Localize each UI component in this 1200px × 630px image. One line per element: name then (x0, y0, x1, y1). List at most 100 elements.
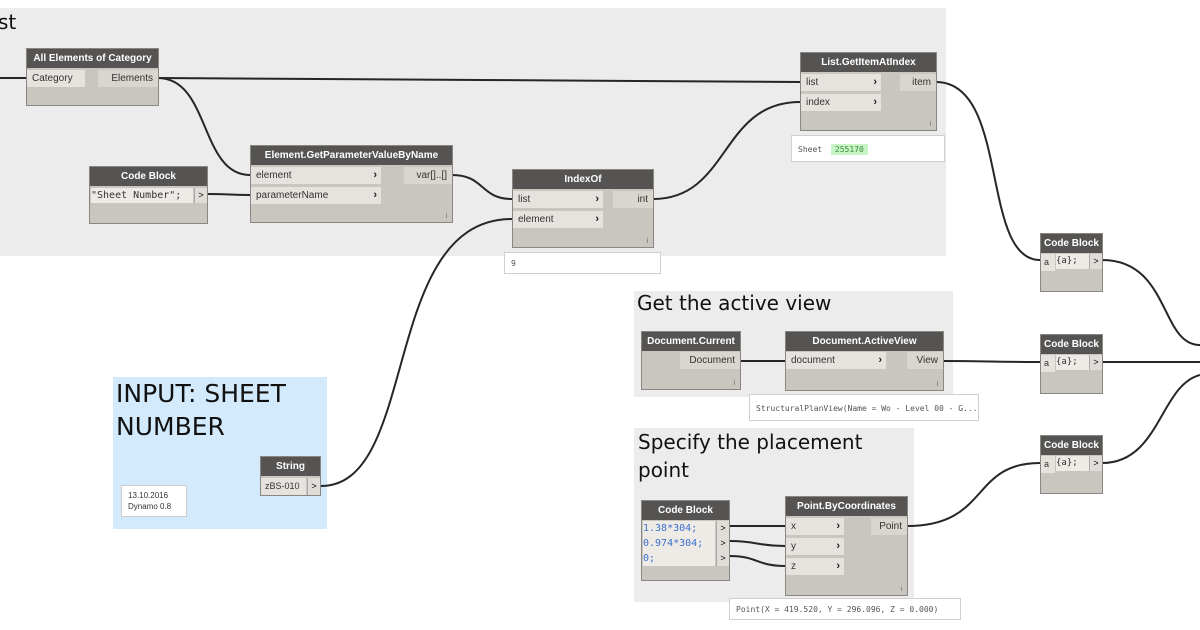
output-port[interactable]: > (716, 521, 729, 536)
wire (906, 462, 1041, 527)
node-code-block-a3[interactable]: Code Block a {a}; > (1040, 435, 1103, 494)
port-label: z (791, 561, 796, 572)
chevron-right-icon: › (595, 213, 599, 225)
input-port-category[interactable]: Category (27, 70, 85, 87)
node-title: Document.ActiveView (786, 332, 943, 351)
port-label: index (806, 97, 830, 108)
output-port[interactable]: > (307, 478, 320, 495)
chevron-right-icon: › (878, 354, 882, 366)
preview-label: Sheet (798, 145, 823, 154)
preview-index: 9 (504, 252, 661, 274)
wire (729, 540, 786, 547)
preview-point: Point(X = 419.520, Y = 296.096, Z = 0.00… (729, 598, 961, 620)
port-label: x (791, 521, 796, 532)
node-info-icon: i (445, 213, 447, 220)
input-port-a[interactable]: a (1041, 456, 1055, 473)
node-code-block-a1[interactable]: Code Block a {a}; > (1040, 233, 1103, 292)
node-index-of[interactable]: IndexOf list › element › int i (512, 169, 654, 248)
node-title: Element.GetParameterValueByName (251, 146, 452, 165)
group-title-top: st (0, 10, 17, 34)
input-port-element[interactable]: element › (513, 211, 603, 228)
output-port-view[interactable]: View (907, 352, 943, 369)
node-info-icon: i (733, 380, 735, 387)
node-code-block-sheet-number[interactable]: Code Block "Sheet Number"; > (89, 166, 208, 224)
note-version: Dynamo 0.8 (128, 502, 172, 511)
output-port-document[interactable]: Document (680, 352, 740, 369)
output-port[interactable]: > (194, 188, 207, 203)
input-port-a[interactable]: a (1041, 355, 1055, 372)
code-line[interactable]: 0.974*304; (643, 536, 715, 551)
group-input: INPUT: SHEET NUMBER (113, 377, 327, 529)
code-text[interactable]: {a}; (1056, 355, 1089, 370)
node-title: IndexOf (513, 170, 653, 189)
node-info-icon: i (646, 238, 648, 245)
port-label: document (791, 355, 835, 366)
wire (652, 101, 801, 200)
string-value[interactable]: zBS-010 (261, 478, 306, 495)
output-port-item[interactable]: item (900, 74, 936, 91)
wire (320, 218, 513, 487)
node-string[interactable]: String zBS-010 > (260, 456, 321, 496)
input-port-document[interactable]: document › (786, 352, 886, 369)
input-port-element[interactable]: element › (251, 167, 381, 184)
chevron-right-icon: › (373, 189, 377, 201)
output-port[interactable]: > (716, 536, 729, 551)
input-port-x[interactable]: x› (786, 518, 844, 535)
output-port-int[interactable]: int (613, 191, 653, 208)
output-port[interactable]: > (1089, 355, 1102, 370)
port-label: list (806, 77, 819, 88)
input-port-a[interactable]: a (1041, 254, 1055, 271)
node-code-block-a2[interactable]: Code Block a {a}; > (1040, 334, 1103, 394)
node-code-block-coordinates[interactable]: Code Block 1.38*304; 0.974*304; 0; > > > (641, 500, 730, 581)
input-port-y[interactable]: y› (786, 538, 844, 555)
node-title: List.GetItemAtIndex (801, 53, 936, 72)
note-date: 13.10.2016 (128, 491, 169, 500)
input-port-parametername[interactable]: parameterName› (251, 187, 381, 204)
port-label: element (518, 214, 554, 225)
node-title: Code Block (642, 501, 729, 520)
wire (157, 77, 251, 176)
input-port-z[interactable]: z› (786, 558, 844, 575)
input-port-list[interactable]: list › (801, 74, 881, 91)
wire (729, 555, 786, 567)
code-text[interactable]: {a}; (1056, 254, 1089, 269)
output-port-point[interactable]: Point (871, 518, 907, 535)
output-port[interactable]: > (1089, 456, 1102, 471)
input-port-list[interactable]: list › (513, 191, 603, 208)
node-get-parameter-value-by-name[interactable]: Element.GetParameterValueByName element ›… (250, 145, 453, 223)
group-title-active-view: Get the active view (637, 291, 832, 315)
note: 13.10.2016 Dynamo 0.8 (121, 485, 187, 517)
group-title-input: INPUT: SHEET NUMBER (116, 379, 286, 441)
output-port-var[interactable]: var[]..[] (404, 167, 452, 184)
code-text[interactable]: "Sheet Number"; (91, 188, 193, 203)
input-port-index[interactable]: index› (801, 94, 881, 111)
code-line[interactable]: 1.38*304; (643, 521, 715, 536)
port-label: list (518, 194, 531, 205)
node-all-elements-of-category[interactable]: All Elements of Category Category Elemen… (26, 48, 159, 106)
node-document-active-view[interactable]: Document.ActiveView document › View i (785, 331, 944, 391)
chevron-right-icon: › (836, 560, 840, 572)
wire (1101, 259, 1200, 346)
chevron-right-icon: › (373, 169, 377, 181)
node-info-icon: i (936, 381, 938, 388)
node-info-icon: i (900, 586, 902, 593)
wire (157, 77, 801, 83)
node-list-get-item-at-index[interactable]: List.GetItemAtIndex list› index› item i (800, 52, 937, 131)
chevron-right-icon: › (836, 520, 840, 532)
code-line[interactable]: 0; (643, 551, 715, 566)
port-label: element (256, 170, 292, 181)
node-document-current[interactable]: Document.Current Document i (641, 331, 741, 390)
node-point-by-coordinates[interactable]: Point.ByCoordinates x› y› z› Point i (785, 496, 908, 596)
preview-view: StructuralPlanView(Name = Wo - Level 00 … (749, 394, 979, 421)
output-port[interactable]: > (716, 551, 729, 566)
code-text[interactable]: {a}; (1056, 456, 1089, 471)
chevron-right-icon: › (595, 193, 599, 205)
node-title: Code Block (1041, 335, 1102, 354)
node-title: All Elements of Category (27, 49, 158, 68)
node-title: Document.Current (642, 332, 740, 351)
output-port[interactable]: > (1089, 254, 1102, 269)
output-port-elements[interactable]: Elements (98, 70, 158, 87)
node-title: Code Block (90, 167, 207, 186)
preview-sheet: Sheet 255170 (791, 135, 945, 162)
chevron-right-icon: › (873, 76, 877, 88)
